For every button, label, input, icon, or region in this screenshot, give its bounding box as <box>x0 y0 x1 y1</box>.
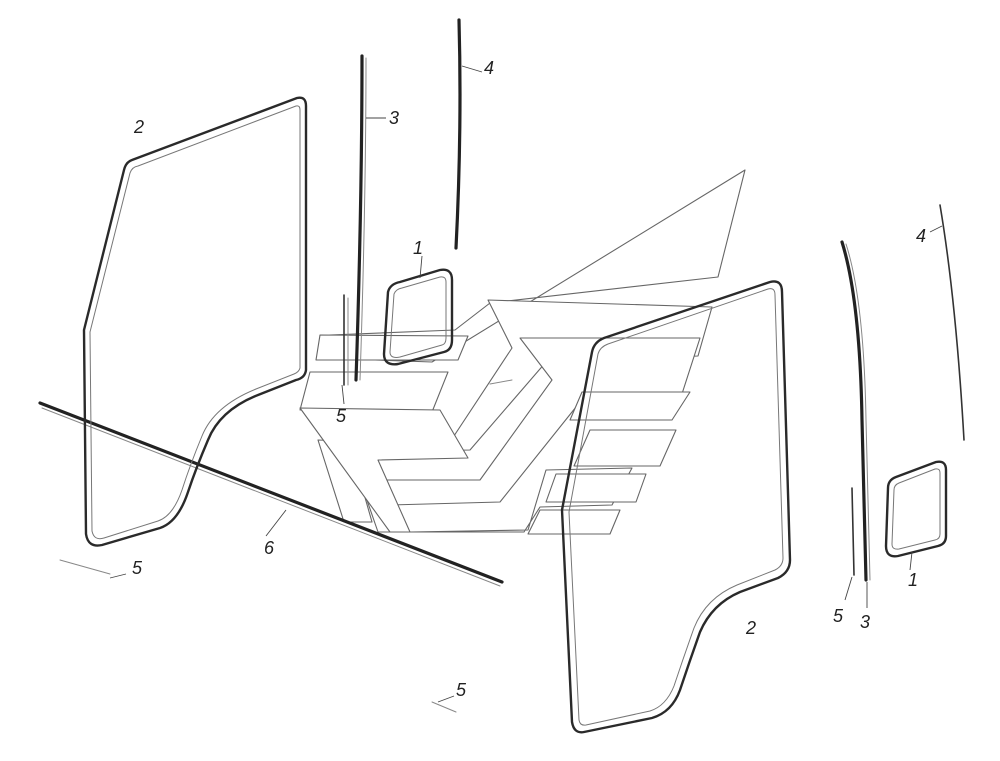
callout-2-top: 2 <box>133 117 144 137</box>
seal-strip-6-edge <box>41 407 501 587</box>
callout-5-mid: 5 <box>336 406 347 426</box>
cab-door-background-outline <box>299 169 746 535</box>
seal-strip-5-left-bit <box>59 559 111 575</box>
right-window-seal-outer <box>560 280 792 734</box>
vent-seal-right <box>884 460 948 558</box>
callout-6: 6 <box>264 538 275 558</box>
glass-run-channel-4-right <box>939 204 965 441</box>
glass-run-channel-3-right <box>840 240 868 582</box>
vent-seal-top-inner <box>389 276 447 358</box>
glass-run-channel-3-right-edge <box>845 243 871 581</box>
vent-seal-right-inner <box>891 468 941 550</box>
seal-strip-6 <box>38 401 504 584</box>
vent-seal-top <box>382 268 454 366</box>
callout-3-top: 3 <box>389 108 399 128</box>
glass-run-channel-4-top <box>454 18 462 250</box>
right-window-seal <box>560 280 792 734</box>
leader-lines <box>109 65 943 703</box>
callout-4-top: 4 <box>484 58 494 78</box>
seal-strip-5-bottom-bit <box>431 701 457 713</box>
callout-4-right: 4 <box>916 226 926 246</box>
callout-5-left: 5 <box>132 558 143 578</box>
left-window-seal-outer <box>82 96 308 547</box>
left-window-seal-inner <box>89 105 301 540</box>
callout-2-right: 2 <box>745 618 756 638</box>
glass-run-channel-3-top-edge <box>359 57 367 381</box>
callout-5-bottom: 5 <box>456 680 467 700</box>
door-panel-strip-4 <box>573 429 677 467</box>
right-window-seal-inner <box>568 288 784 726</box>
door-panel-strip-1 <box>315 334 469 361</box>
door-panel-strip-2 <box>299 371 449 413</box>
callout-1-right: 1 <box>908 570 918 590</box>
callout-1-top: 1 <box>413 238 423 258</box>
callout-3-right: 3 <box>860 612 870 632</box>
vent-seal-top-outer <box>382 268 454 366</box>
left-window-seal <box>82 96 308 547</box>
door-handle-mark <box>489 379 513 385</box>
glass-run-channel-3-top <box>354 54 364 382</box>
callout-5-right: 5 <box>833 606 844 626</box>
door-panel-strip-5 <box>545 473 647 503</box>
door-panel-strip-6 <box>527 509 621 535</box>
vent-seal-right-outer <box>884 460 948 558</box>
door-panel-strip-3 <box>569 391 691 421</box>
seal-strip-5-right <box>851 487 855 576</box>
